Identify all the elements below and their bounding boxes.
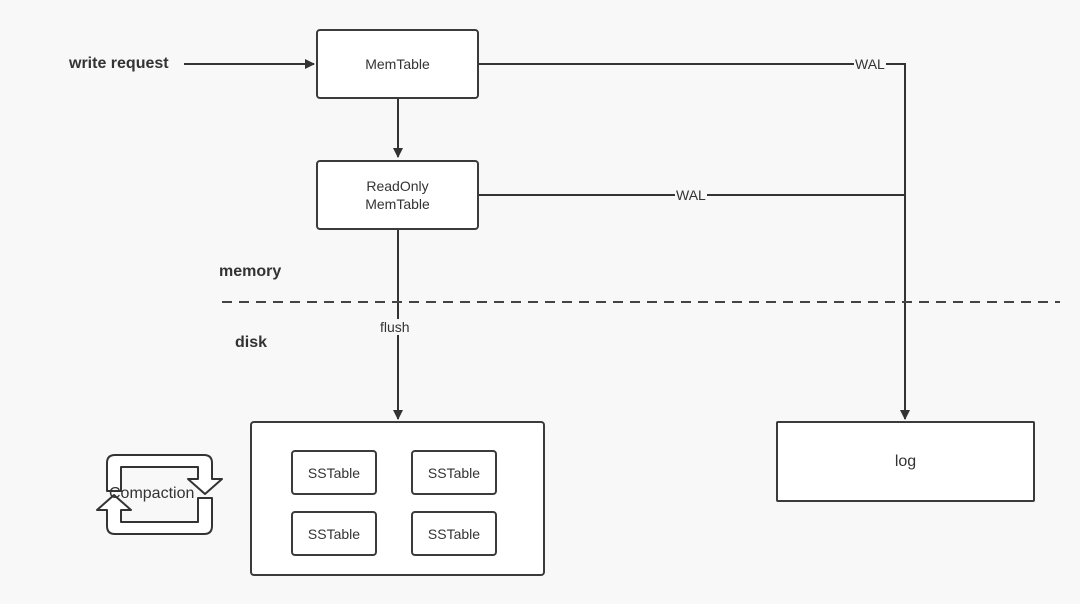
wal-top-label: WAL <box>854 56 886 72</box>
write-request-label: write request <box>69 55 169 72</box>
sstable-label: SSTable <box>307 464 361 481</box>
sstable-box: SSTable <box>411 450 497 495</box>
sstable-box: SSTable <box>411 511 497 556</box>
sstable-label: SSTable <box>427 525 481 542</box>
sstable-box: SSTable <box>291 511 377 556</box>
wal-mid-label: WAL <box>675 187 707 203</box>
memory-label: memory <box>219 263 282 280</box>
flush-label: flush <box>379 319 411 335</box>
log-label: log <box>894 452 917 470</box>
memtable-box: MemTable <box>316 29 479 99</box>
log-box: log <box>776 421 1035 502</box>
disk-label: disk <box>235 334 268 351</box>
wal-top-line <box>479 63 910 420</box>
sstable-label: SSTable <box>307 525 361 542</box>
memtable-label: MemTable <box>365 56 430 72</box>
sstable-label: SSTable <box>427 464 481 481</box>
readonly-memtable-label: ReadOnly MemTable <box>365 178 430 212</box>
readonly-memtable-box: ReadOnly MemTable <box>316 160 479 230</box>
sstable-box: SSTable <box>291 450 377 495</box>
compaction-loop-icon <box>96 454 223 535</box>
compaction-label: Compaction <box>109 485 195 502</box>
